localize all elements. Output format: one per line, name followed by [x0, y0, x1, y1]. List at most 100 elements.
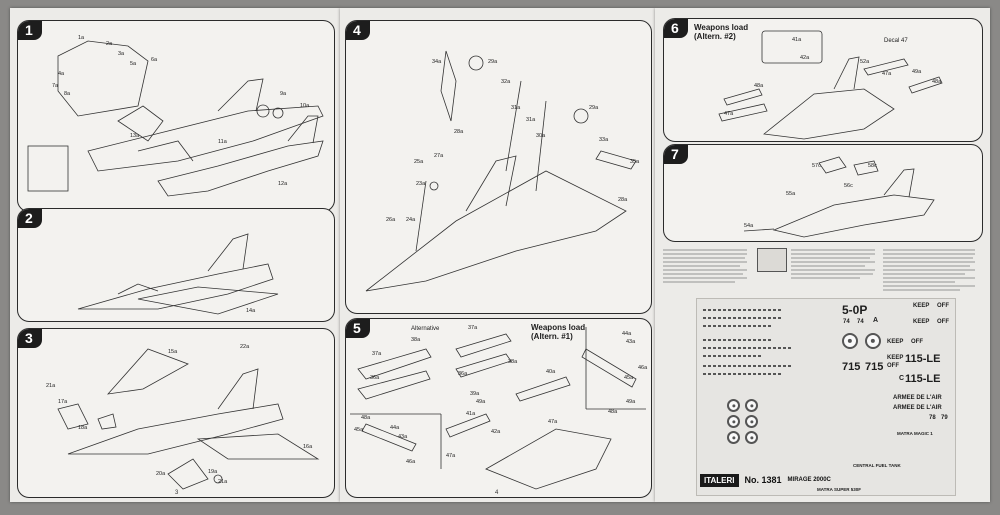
roundel [727, 431, 740, 444]
decal-stripe [703, 309, 783, 311]
decal-code: 115-LE [905, 373, 941, 385]
part-label: 47a [724, 111, 734, 117]
step-5-subtitle: (Altern. #1) [531, 332, 573, 341]
part-label: 11a [218, 139, 227, 145]
part-label: 45a [354, 427, 364, 433]
part-label: 21a [46, 383, 56, 389]
decal-code: 715 [865, 361, 884, 373]
part-label: 49a [912, 69, 922, 75]
step-6-drawing [718, 30, 943, 140]
decal-code: A [873, 317, 879, 324]
page-number: 4 [495, 490, 499, 496]
part-label: 8a [64, 91, 71, 97]
part-label: 30a [536, 133, 546, 139]
part-label: 57c [812, 163, 821, 169]
step-7-panel: 7 57c 58c 56c 55a 54a [663, 144, 983, 242]
roundel [842, 333, 858, 349]
part-label: 31a [526, 117, 536, 123]
step-2-badge: 2 [18, 209, 42, 228]
part-label: 13a [130, 133, 140, 139]
decal-reference: Decal 47 [884, 38, 908, 44]
kit-name: MIRAGE 2000C [787, 477, 831, 483]
part-label: 52a [860, 59, 870, 65]
part-label: 43a [626, 339, 636, 345]
step-6-subtitle: (Altern. #2) [694, 32, 736, 41]
part-label: 49a [476, 399, 486, 405]
part-label: 1a [78, 35, 85, 41]
part-label: 9a [280, 91, 287, 97]
roundel [727, 415, 740, 428]
decal-sheet: 5-0P 74 74 A 115-LE 115-LE 715 715 C KEE… [696, 298, 956, 496]
part-label: 23a [416, 181, 426, 187]
part-label: 48a [932, 79, 942, 85]
decal-code: 74 [843, 319, 850, 325]
part-label: 46a [638, 365, 648, 371]
page-left: 1 1a 2a 3a 4a 5a 6a 7a 8a 9a 10a 11a 12a… [10, 8, 340, 502]
part-label: 27a [434, 153, 444, 159]
part-label: 48a [754, 83, 764, 89]
step-5-title: Weapons load [531, 323, 586, 332]
step-7-badge: 7 [664, 145, 688, 164]
alternative-label: Alternative [411, 326, 440, 332]
part-label: 43a [398, 434, 408, 440]
decal-code: 74 [857, 319, 864, 325]
step-3-panel: 3 15a 16a 17a 18a 19a 20a 21a 22a 21a [17, 328, 335, 498]
part-label: 19a [208, 469, 218, 475]
step-1-panel: 1 1a 2a 3a 4a 5a 6a 7a 8a 9a 10a 11a 12a… [17, 20, 335, 212]
part-label: 38a [411, 337, 421, 343]
part-label: 45a [624, 375, 634, 381]
part-label: 41a [792, 37, 802, 43]
part-label: 36a [370, 375, 380, 381]
brand-logo: ITALERI [700, 473, 739, 487]
part-label: 26a [386, 217, 396, 223]
decal-code: C [899, 375, 905, 382]
part-label: 15a [168, 349, 178, 355]
part-label: 47a [548, 419, 558, 425]
decal-caption: MATRA SUPER 530F [817, 487, 862, 492]
decal-number: 79 [941, 415, 948, 421]
step-6-badge: 6 [664, 19, 688, 38]
decal-caption: CENTRAL FUEL TANK [853, 463, 901, 468]
step-1-drawing [27, 40, 324, 197]
part-label: 21a [218, 479, 228, 485]
part-label: 14a [246, 308, 256, 314]
decal-number: 78 [929, 415, 936, 421]
part-label: 40a [546, 369, 556, 375]
step-5-badge: 5 [346, 319, 370, 338]
decal-stripe [703, 373, 783, 375]
part-label: 7a [52, 83, 59, 89]
keep-off-label: KEEP [887, 339, 904, 345]
part-label: 39a [470, 391, 480, 397]
part-label: 49a [626, 399, 636, 405]
part-label: 17a [58, 399, 68, 405]
part-label: 46a [406, 459, 416, 465]
step-6-panel: 6 Weapons load (Altern. #2) Decal 47 41a… [663, 18, 983, 142]
step-2-panel: 2 14a [17, 208, 335, 322]
roundel [745, 431, 758, 444]
part-label: 56c [844, 183, 853, 189]
decal-code: 5-0P [842, 303, 868, 317]
part-label: 29a [589, 105, 599, 111]
part-label: 28a [618, 197, 628, 203]
decal-stripe [703, 347, 793, 349]
decal-stripe [703, 325, 773, 327]
page-middle: 4 23a 24a 25a 26a 27a 28a 29a 30a 31a 32… [340, 8, 655, 502]
decal-code: 715 [842, 361, 861, 373]
step-3-drawing [57, 348, 320, 490]
part-label: 28a [454, 129, 464, 135]
part-label: 24a [406, 217, 416, 223]
roundel [865, 333, 881, 349]
part-label: 47a [882, 71, 892, 77]
roundel [745, 399, 758, 412]
part-label: 44a [622, 331, 632, 337]
part-label: 42a [491, 429, 501, 435]
part-label: 3a [118, 51, 125, 57]
part-label: 12a [278, 181, 288, 187]
part-label: 37a [468, 325, 478, 331]
step-7-drawing [743, 156, 935, 238]
decal-code: 115-LE [905, 353, 941, 365]
keep-off-label: OFF [911, 339, 923, 345]
part-label: 48a [608, 409, 618, 415]
part-label: 42a [800, 55, 810, 61]
part-label: 38a [508, 359, 518, 365]
